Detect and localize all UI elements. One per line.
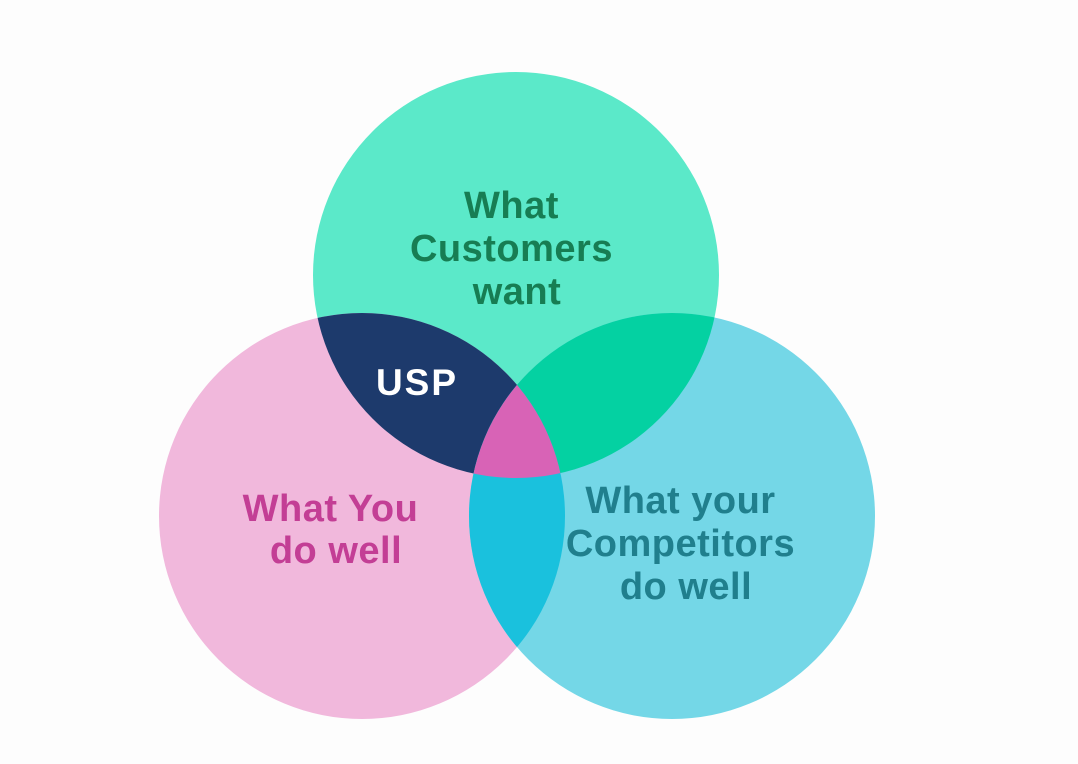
label-customers-line-3: want [472,271,562,313]
label-competitors: What your Competitors do well [566,480,806,608]
label-customers-line-2: Customers [410,228,613,270]
label-usp: USP [376,362,458,403]
label-you-line-2: do well [270,530,402,572]
label-competitors-line-1: What your [585,480,775,522]
label-competitors-line-3: do well [620,566,752,608]
label-customers-line-1: What [464,185,559,227]
label-competitors-line-2: Competitors [566,523,795,565]
label-you-line-1: What You [243,488,419,530]
overlap-customers-competitors [469,313,719,478]
label-you: What You do well [243,488,430,572]
label-customers: What Customers want [410,185,624,313]
overlap-customers-you [313,313,565,478]
